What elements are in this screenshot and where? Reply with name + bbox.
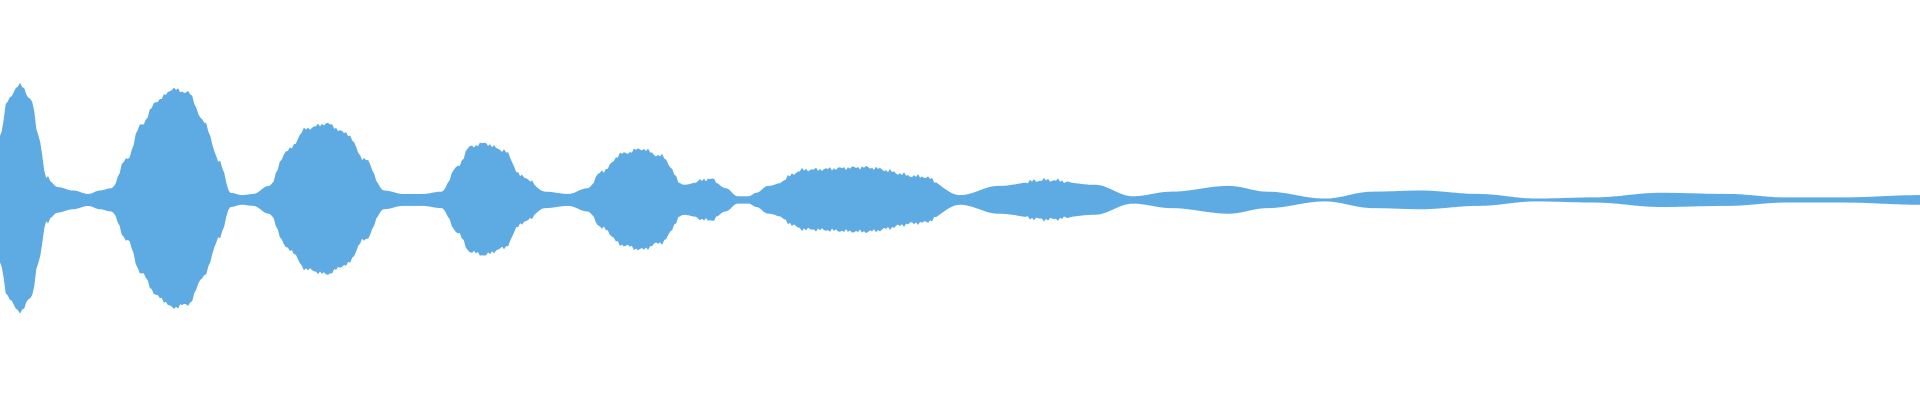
waveform-series-group (0, 82, 1920, 314)
waveform-envelope (0, 82, 1920, 314)
